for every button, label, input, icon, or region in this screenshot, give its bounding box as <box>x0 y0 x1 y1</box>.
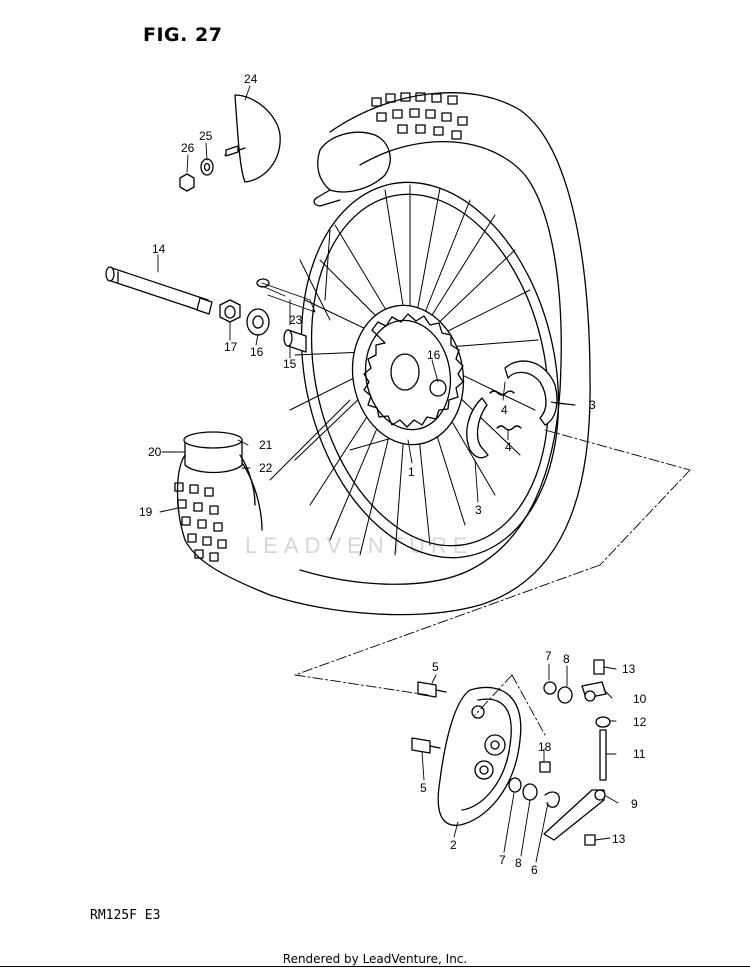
adjuster-bolt-13 <box>593 659 605 675</box>
rim-band <box>239 454 256 506</box>
callout-10: 10 <box>633 692 647 706</box>
bolt-18 <box>539 761 551 773</box>
tire-tread-top <box>371 92 468 140</box>
panel-bolt-lower <box>411 737 441 754</box>
callout-20: 20 <box>148 445 162 459</box>
assembly-guide-lines <box>294 429 691 736</box>
callout-24: 24 <box>244 72 258 86</box>
callout-26: 26 <box>181 141 195 155</box>
rim-lock-washer <box>200 158 214 176</box>
cam-washers <box>508 681 573 801</box>
tire <box>174 92 591 616</box>
footer-rule <box>0 966 750 967</box>
nut-12 <box>595 716 611 728</box>
wheel-bearing-left <box>246 308 270 336</box>
inner-tube-left <box>183 431 243 474</box>
return-spring <box>544 791 560 808</box>
brake-spring-lower <box>496 425 522 431</box>
rim-lock-nut <box>179 173 195 192</box>
axle <box>105 266 213 315</box>
callout-6: 6 <box>531 863 538 877</box>
figure-title: FIG. 27 <box>143 24 223 46</box>
hub-sprocket <box>351 304 465 446</box>
callout-7-lower: 7 <box>499 853 506 867</box>
inner-tube-top <box>313 131 391 207</box>
callout-7-upper: 7 <box>545 649 552 663</box>
watermark: LEADVENTURE <box>245 533 474 558</box>
callout-4-lower: 4 <box>505 440 512 454</box>
brake-panel <box>437 686 522 826</box>
callout-13-upper: 13 <box>622 662 636 676</box>
tire-tread-left <box>174 482 227 562</box>
bolt-13-lower <box>584 834 596 846</box>
callout-14: 14 <box>152 242 166 256</box>
callout-2: 2 <box>450 838 457 852</box>
callout-3-lower: 3 <box>475 503 482 517</box>
spacer <box>283 329 307 353</box>
axle-nut <box>219 299 241 323</box>
panel-bolt-upper <box>417 681 447 698</box>
callout-12: 12 <box>633 715 647 729</box>
rim <box>300 181 560 559</box>
callout-16-bearing-right: 16 <box>427 348 441 362</box>
callout-3-upper: 3 <box>589 398 596 412</box>
rim-lock <box>224 94 281 183</box>
brake-arm-9 <box>543 789 606 841</box>
callout-16-bearing-left: 16 <box>250 345 264 359</box>
callout-8-lower: 8 <box>515 856 522 870</box>
wheel-bearing-right <box>429 379 447 397</box>
model-code: RM125F E3 <box>90 908 161 923</box>
callout-18: 18 <box>538 740 552 754</box>
brake-spring-upper <box>489 390 515 396</box>
callout-19: 19 <box>139 505 153 519</box>
adjuster-joint-10 <box>581 681 607 702</box>
callout-9: 9 <box>631 797 638 811</box>
callout-13-lower: 13 <box>612 832 626 846</box>
callout-numbers: 24 25 26 14 23 17 16 15 16 4 3 4 20 21 2… <box>139 72 647 877</box>
callout-25: 25 <box>199 129 213 143</box>
callout-brackets <box>261 282 576 406</box>
callout-15: 15 <box>283 357 297 371</box>
callout-23: 23 <box>289 313 303 327</box>
callout-17: 17 <box>224 340 238 354</box>
callout-1: 1 <box>408 465 415 479</box>
callout-8-upper: 8 <box>563 652 570 666</box>
callout-21: 21 <box>259 438 273 452</box>
callout-5-lower: 5 <box>420 781 427 795</box>
brake-shoe-upper <box>504 360 558 426</box>
footer-credit: Rendered by LeadVenture, Inc. <box>282 952 468 966</box>
callout-11: 11 <box>633 747 646 761</box>
callout-4-upper: 4 <box>501 403 508 417</box>
brake-shoe-lower <box>466 397 489 459</box>
leader-lines <box>157 85 619 863</box>
adjuster-rod-11 <box>599 729 607 781</box>
callout-5-upper: 5 <box>432 660 439 674</box>
callout-22: 22 <box>259 461 273 475</box>
